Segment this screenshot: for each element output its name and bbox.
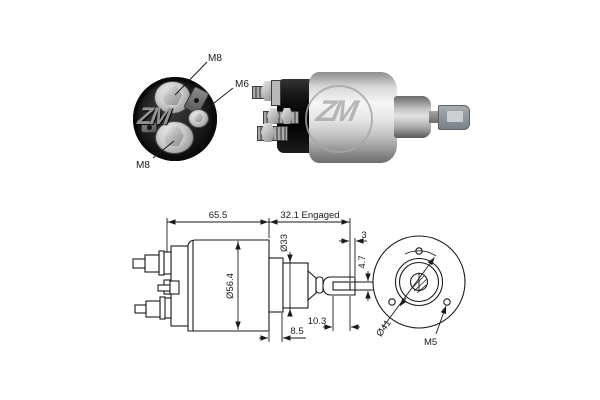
nut-middle-2 xyxy=(281,108,293,124)
label-m6: M6 xyxy=(235,79,249,90)
nut-bottom xyxy=(261,123,275,142)
mount-hole-right xyxy=(443,298,451,306)
dim-mount-thread: M5 xyxy=(424,337,437,348)
dim-tip: 3 xyxy=(361,230,366,241)
end-view-outline xyxy=(372,235,466,329)
nut-middle-1 xyxy=(267,108,279,124)
plunger-rod xyxy=(429,111,440,123)
side-view-outline xyxy=(132,239,356,332)
dim-body-diameter: Ø56.4 xyxy=(225,273,236,299)
fork-slot-outline xyxy=(332,281,351,291)
dim-engaged: 32.1 Engaged xyxy=(280,210,339,221)
label-m8-top: M8 xyxy=(208,53,222,64)
plunger-fork xyxy=(438,105,470,130)
nose-cylinder xyxy=(282,262,309,309)
zm-watermark-ring: ZM xyxy=(305,85,373,153)
terminal-nut-top xyxy=(161,86,182,105)
label-m8-bottom: M8 xyxy=(136,160,150,171)
fork-slot xyxy=(447,111,463,122)
bracket-lug-left xyxy=(141,121,157,133)
dim-slot-height: 4.7 xyxy=(357,255,368,268)
dim-length: 65.5 xyxy=(209,210,228,221)
dim-bolt-circle: Ø41 xyxy=(374,318,393,339)
cap-photo-leaders xyxy=(152,61,234,159)
cap-end-photo: ZM xyxy=(133,77,217,161)
end-view-dimensions xyxy=(382,257,447,335)
flange-circle xyxy=(372,235,466,329)
washer-top xyxy=(271,80,281,106)
terminal-nut-bottom xyxy=(162,126,184,146)
solenoid-photo: ZM xyxy=(251,72,470,164)
dim-nose-diameter: Ø33 xyxy=(279,234,290,252)
dim-step: 8.5 xyxy=(290,326,303,337)
mount-hole-left xyxy=(388,298,396,306)
terminal-nut-m6 xyxy=(193,113,203,122)
dim-slot-length: 10.3 xyxy=(308,316,327,327)
solenoid-nose xyxy=(394,96,431,138)
side-view-dimensions xyxy=(166,218,373,342)
bolt-circle-arc xyxy=(404,250,437,257)
nose-flange xyxy=(268,257,284,313)
